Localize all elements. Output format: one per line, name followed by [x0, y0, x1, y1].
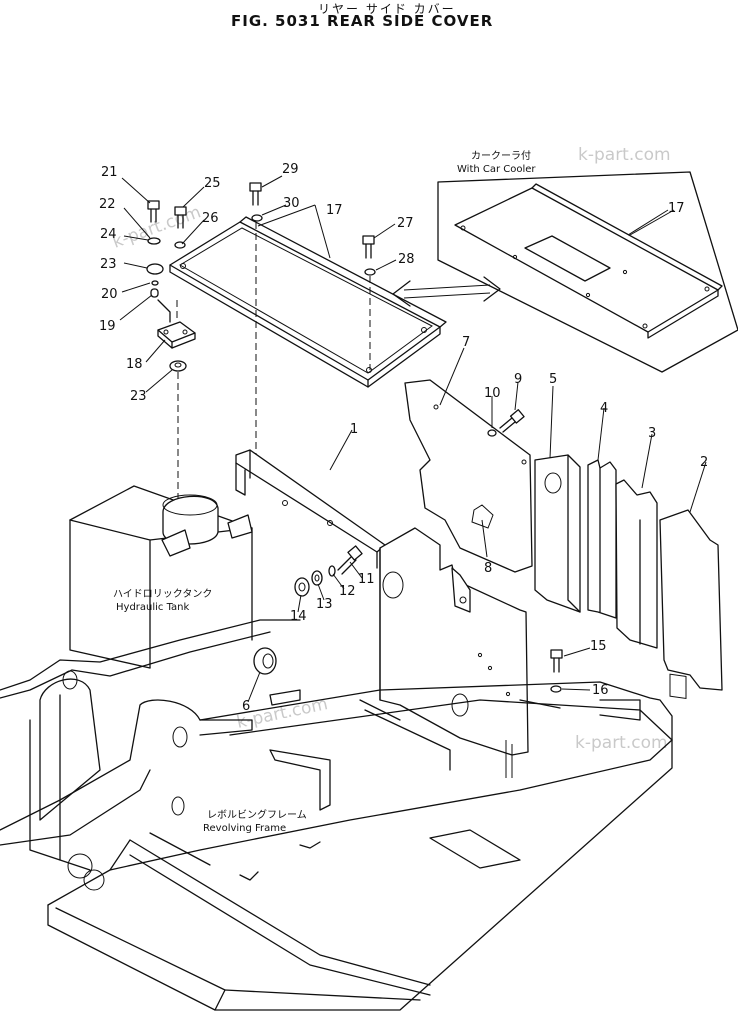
callout-11: 11	[358, 572, 375, 587]
callout-10: 10	[484, 386, 501, 401]
callout-5: 5	[549, 372, 557, 387]
bolt-9	[487, 409, 525, 437]
watermark: k-part.com	[578, 145, 671, 165]
callout-23: 23	[100, 257, 117, 272]
callout-26: 26	[202, 211, 219, 226]
car-cooler-label-jp: カークーラ付	[471, 149, 531, 162]
panel-7	[404, 379, 533, 573]
bracket-18	[157, 299, 196, 372]
hydraulic-tank-label-en: Hydraulic Tank	[116, 602, 190, 613]
callout-9: 9	[514, 372, 522, 387]
callout-2: 2	[700, 455, 708, 470]
callout-8: 8	[484, 561, 492, 576]
callout-6: 6	[242, 699, 250, 714]
callout-17: 17	[326, 203, 343, 218]
bolt-15	[550, 649, 563, 693]
callout-20: 20	[101, 287, 118, 302]
revolving-frame-label-jp: レボルビングフレーム	[207, 808, 307, 821]
frame-1	[235, 449, 386, 569]
watermark: k-part.com	[110, 202, 204, 252]
callout-14: 14	[290, 609, 307, 624]
panel-4	[587, 459, 617, 619]
watermark: k-part.com	[575, 733, 668, 753]
bolt-21	[146, 200, 164, 298]
callout-18: 18	[126, 357, 143, 372]
double-arrow	[392, 276, 501, 307]
car-cooler-label-en: With Car Cooler	[457, 164, 536, 175]
callout-19: 19	[99, 319, 116, 334]
hydraulic-tank: ハイドロリックタンク Hydraulic Tank	[69, 485, 253, 669]
washer-14	[294, 577, 310, 597]
callout-4: 4	[600, 401, 608, 416]
callout-12: 12	[339, 584, 356, 599]
callout-13: 13	[316, 597, 333, 612]
callout-15: 15	[590, 639, 607, 654]
callout-30: 30	[283, 196, 300, 211]
callouts: 21 25 29 30 17 22 26 24 23 27 28 20 19 1…	[99, 162, 708, 714]
title-japanese: リヤー サイド カバー	[318, 2, 456, 16]
title-english: FIG. 5031 REAR SIDE COVER	[231, 12, 494, 30]
callout-16: 16	[592, 683, 609, 698]
callout-17: 17	[668, 201, 685, 216]
bolt-27	[362, 235, 376, 276]
panel-2	[659, 509, 723, 699]
bolt-29	[249, 182, 263, 222]
revolving-frame-label-en: Revolving Frame	[203, 823, 286, 834]
revolving-frame: レボルビングフレーム Revolving Frame	[0, 619, 673, 1011]
side-panel	[379, 527, 529, 778]
hydraulic-tank-label-jp: ハイドロリックタンク	[113, 588, 212, 600]
car-cooler-detail: カークーラ付 With Car Cooler	[437, 149, 738, 373]
panel-3	[615, 479, 658, 649]
callout-23: 23	[130, 389, 147, 404]
panel-5	[534, 454, 581, 613]
top-cover	[169, 216, 447, 388]
callout-7: 7	[462, 335, 470, 350]
callout-22: 22	[99, 197, 116, 212]
nut-13	[311, 570, 323, 586]
callout-24: 24	[100, 227, 117, 242]
bolt-11	[337, 545, 363, 575]
callout-21: 21	[101, 165, 118, 180]
leader-lines	[119, 175, 707, 703]
callout-27: 27	[397, 216, 414, 231]
callout-3: 3	[648, 426, 656, 441]
callout-1: 1	[350, 422, 358, 437]
callout-29: 29	[282, 162, 299, 177]
callout-28: 28	[398, 252, 415, 267]
grommet-6	[253, 647, 277, 675]
washer-12	[328, 565, 336, 577]
callout-25: 25	[204, 176, 221, 191]
